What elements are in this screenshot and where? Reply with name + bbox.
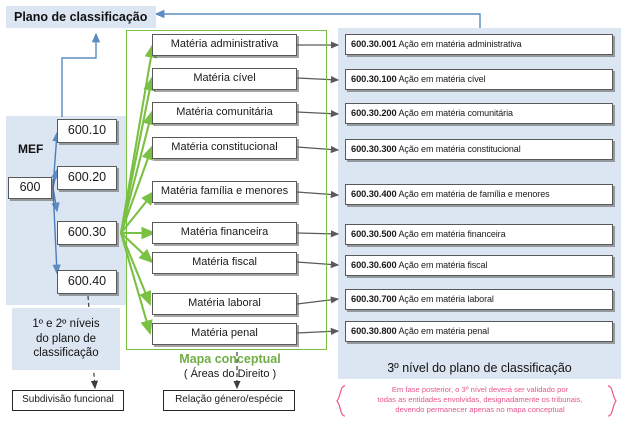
- code-value: 600.30.200: [351, 107, 397, 118]
- arrow-plan-feedback: [154, 9, 481, 28]
- code-text: Ação em matéria cível: [398, 73, 486, 84]
- code-box-600-30-400[interactable]: 600.30.400 Ação em matéria de família e …: [345, 184, 613, 205]
- mef-caption-line-2: do plano de: [35, 332, 97, 345]
- subject-box-administrativa[interactable]: Matéria administrativa: [152, 34, 297, 56]
- mef-level-600-10[interactable]: 600.10: [57, 119, 117, 143]
- code-value: 600.30.700: [351, 293, 397, 304]
- subject-box-constitucional[interactable]: Matéria constitucional: [152, 137, 297, 159]
- mef-level-600-40[interactable]: 600.40: [57, 270, 117, 294]
- code-value: 600.30.400: [351, 188, 397, 199]
- code-box-600-30-100[interactable]: 600.30.100 Ação em matéria cível: [345, 69, 613, 90]
- code-value: 600.30.300: [351, 143, 397, 154]
- subject-box-penal[interactable]: Matéria penal: [152, 323, 297, 345]
- code-value: 600.30.500: [351, 228, 397, 239]
- code-box-600-30-200[interactable]: 600.30.200 Ação em matéria comunitária: [345, 103, 613, 124]
- subject-box-comunitaria[interactable]: Matéria comunitária: [152, 102, 297, 124]
- mef-label: MEF: [18, 142, 44, 156]
- code-value: 600.30.001: [351, 38, 397, 49]
- code-box-600-30-800[interactable]: 600.30.800 Ação em matéria penal: [345, 321, 613, 342]
- subject-box-laboral[interactable]: Matéria laboral: [152, 293, 297, 315]
- mef-caption-line-3: classificação: [33, 347, 99, 360]
- code-box-600-30-600[interactable]: 600.30.600 Ação em matéria fiscal: [345, 255, 613, 276]
- mef-caption-line-1: 1º e 2º níveis: [32, 318, 100, 331]
- conceptual-map-subtitle: ( Áreas do Direito ): [183, 368, 277, 380]
- code-box-600-30-500[interactable]: 600.30.500 Ação em matéria financeira: [345, 224, 613, 245]
- third-level-note: Em fase posterior, o 3º nível deverá ser…: [377, 385, 583, 415]
- code-box-600-30-001[interactable]: 600.30.001 Ação em matéria administrativ…: [345, 34, 613, 55]
- code-text: Ação em matéria fiscal: [398, 259, 488, 270]
- third-level-caption: 3º nível do plano de classificação: [338, 357, 621, 379]
- code-text: Ação em matéria financeira: [398, 228, 506, 239]
- conceptual-map-footer-box[interactable]: Relação género/espécie: [163, 390, 295, 411]
- mef-caption: 1º e 2º níveis do plano de classificação: [12, 308, 120, 370]
- mef-root-box[interactable]: 600: [8, 177, 52, 199]
- code-box-600-30-700[interactable]: 600.30.700 Ação em matéria laboral: [345, 289, 613, 310]
- code-text: Ação em matéria comunitária: [398, 107, 513, 118]
- mef-level-600-20[interactable]: 600.20: [57, 166, 117, 190]
- page-title: Plano de classificação: [6, 6, 156, 28]
- code-text: Ação em matéria penal: [398, 325, 490, 336]
- conceptual-map-frame: [126, 30, 327, 350]
- code-text: Ação em matéria laboral: [398, 293, 494, 304]
- code-text: Ação em matéria administrativa: [398, 38, 522, 49]
- conceptual-map-title: Mapa conceptual: [179, 352, 281, 366]
- mef-footer-box[interactable]: Subdivisão funcional: [12, 390, 124, 411]
- subject-box-financeira[interactable]: Matéria financeira: [152, 222, 297, 244]
- mef-level-600-30[interactable]: 600.30: [57, 221, 117, 245]
- code-text: Ação em matéria constitucional: [398, 143, 521, 154]
- code-value: 600.30.600: [351, 259, 397, 270]
- code-text: Ação em matéria de família e menores: [398, 188, 550, 199]
- code-value: 600.30.800: [351, 325, 397, 336]
- subject-box-familia-menores[interactable]: Matéria família e menores: [152, 181, 297, 203]
- subject-box-civel[interactable]: Matéria cível: [152, 68, 297, 90]
- arrow-mef-to-plan: [61, 32, 101, 117]
- code-box-600-30-300[interactable]: 600.30.300 Ação em matéria constituciona…: [345, 139, 613, 160]
- subject-box-fiscal[interactable]: Matéria fiscal: [152, 252, 297, 274]
- code-value: 600.30.100: [351, 73, 397, 84]
